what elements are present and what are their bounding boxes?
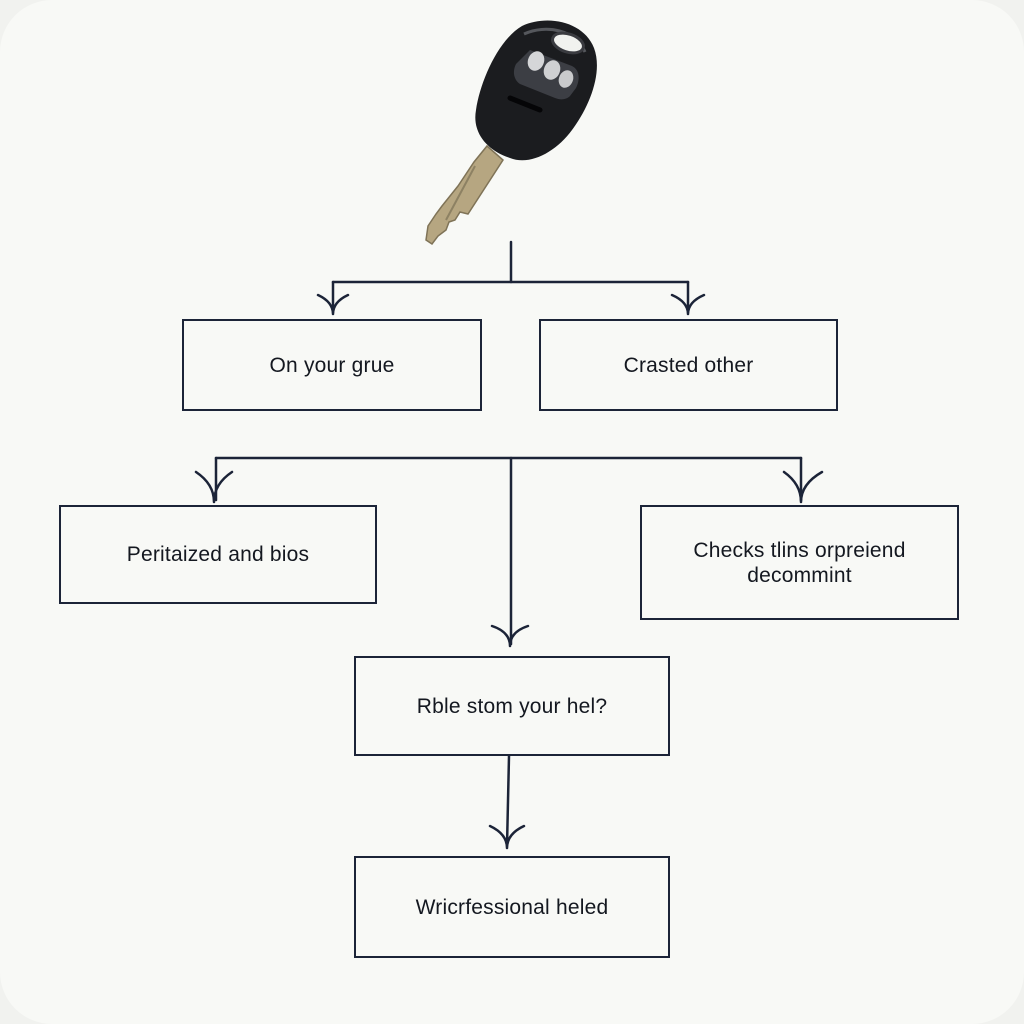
connector-to-bottom [505, 754, 511, 848]
node-label: Wricrfessional heled [415, 895, 609, 919]
flow-node-mid-right: Checks tlins orpreiend decommint [640, 505, 959, 620]
node-label: Crasted other [623, 353, 754, 377]
arrowhead-mid-left [194, 470, 234, 504]
flow-node-center: Rble stom your hel? [354, 656, 670, 756]
node-label: On your grue [269, 353, 395, 377]
node-label-line-2: decommint [747, 563, 852, 587]
node-label-group: Checks tlins orpreiend decommint [693, 538, 905, 588]
arrowhead-mid-right [782, 470, 824, 504]
flow-node-top-left: On your grue [182, 319, 482, 411]
flow-node-top-right: Crasted other [539, 319, 838, 411]
node-label: Peritaized and bios [126, 543, 310, 566]
arrowhead-bottom [488, 824, 526, 850]
car-key-fob-icon [425, 20, 597, 246]
arrowhead-top-left [316, 293, 350, 316]
flow-node-mid-left: Peritaized and bios [59, 505, 377, 604]
node-label: Rble stom your hel? [416, 694, 608, 718]
arrowhead-center [490, 624, 530, 648]
flow-node-bottom: Wricrfessional heled [354, 856, 670, 958]
arrowhead-top-right [670, 293, 706, 316]
node-label-line-1: Checks tlins orpreiend [693, 538, 906, 562]
